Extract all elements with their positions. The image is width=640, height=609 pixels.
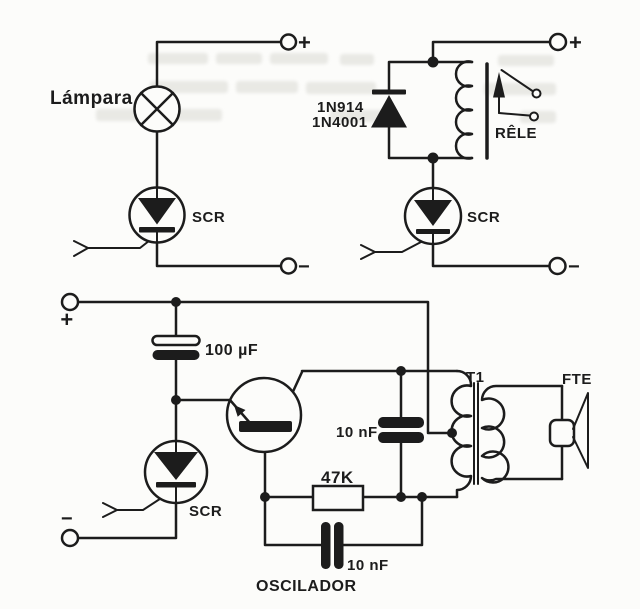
capacitor-10nf-feedback-label: 10 nF	[347, 557, 389, 574]
junction-dot	[447, 428, 457, 438]
junction-dot	[396, 492, 406, 502]
resistor-47k-label: 47K	[321, 468, 354, 487]
capacitor-100uf-label: 100 µF	[205, 342, 258, 359]
lamp-scr-circuit: Lámpara SCR + −	[50, 30, 311, 278]
relay-label: RÊLE	[495, 124, 537, 142]
diode-symbol	[371, 89, 407, 128]
relay-contacts	[485, 62, 542, 160]
secondary-winding	[480, 384, 564, 484]
scr-label: SCR	[467, 209, 500, 226]
scr-label: SCR	[189, 503, 222, 520]
gate-arrow-icon	[102, 502, 118, 518]
relay-scr-circuit: 1N914 1N4001 RÊLE SCR + −	[312, 30, 582, 278]
capacitor-10nf-tank	[378, 417, 424, 443]
gate-arrow-icon	[360, 244, 376, 260]
terminal-negative	[279, 257, 298, 275]
scr-symbol	[143, 439, 209, 505]
junction-dot	[171, 297, 181, 307]
wires	[155, 40, 282, 268]
terminal-negative-label: −	[298, 256, 310, 278]
lamp-symbol	[133, 85, 181, 133]
terminal-positive-label: +	[569, 30, 582, 55]
terminal-negative	[548, 256, 567, 276]
scr-label: SCR	[192, 209, 225, 226]
transformer-label: T1	[466, 369, 485, 386]
junction-dot	[396, 366, 406, 376]
speaker-symbol	[548, 392, 589, 469]
junction-dot	[417, 492, 427, 502]
transistor-symbol	[225, 376, 303, 454]
terminal-negative	[60, 528, 80, 548]
junction-dot	[171, 395, 181, 405]
core	[473, 382, 479, 485]
oscillator-caption: OSCILADOR	[256, 578, 357, 595]
terminal-positive	[60, 292, 80, 312]
capacitor-10nf-tank-label: 10 nF	[336, 424, 378, 441]
terminal-positive-label: +	[60, 307, 73, 332]
lamp-label: Lámpara	[50, 88, 133, 109]
terminal-positive	[279, 33, 298, 51]
capacitor-100uf	[151, 334, 201, 360]
terminal-negative-label: −	[61, 508, 73, 530]
gate-arrow-icon	[73, 240, 89, 257]
diode-label-line2: 1N4001	[312, 114, 368, 131]
capacitor-10nf-feedback	[321, 522, 344, 569]
terminal-positive	[548, 32, 568, 52]
oscillator-circuit: 100 µF SCR 10 nF 47K 10 n	[60, 292, 592, 595]
terminal-positive-label: +	[298, 30, 311, 55]
junction-dot	[427, 152, 439, 164]
relay-coil	[454, 60, 474, 160]
speaker-label: FTE	[562, 371, 592, 388]
emitter-arrow-icon	[234, 405, 246, 417]
diode-label-line1: 1N914	[317, 99, 364, 116]
transformer-t1	[450, 369, 564, 499]
relay-arrow-icon	[493, 72, 505, 98]
junction-dot	[427, 56, 439, 68]
junction-dot	[260, 492, 270, 502]
scr-symbol	[403, 186, 463, 246]
gate-lead	[374, 241, 422, 253]
terminal-negative-label: −	[568, 256, 580, 278]
resistor-47k	[311, 484, 365, 512]
scr-symbol	[128, 186, 186, 244]
